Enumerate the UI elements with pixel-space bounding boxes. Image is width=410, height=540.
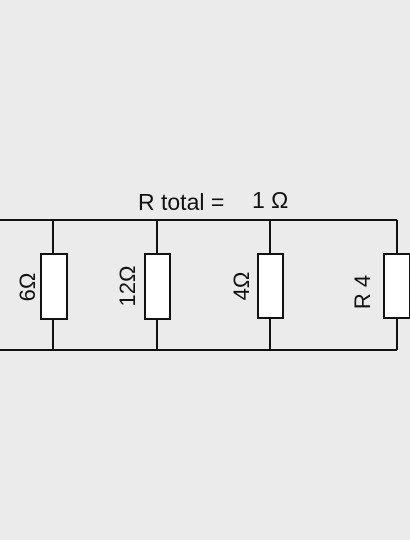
branch-resistor-3: 4Ω [229,220,284,350]
resistor-3-body [257,253,284,319]
branch-resistor-4: R 4 [350,220,410,350]
resistor-1-label: 6Ω [15,273,40,302]
resistor-3-label: 4Ω [229,272,254,301]
branch-resistor-1: 6Ω [15,220,68,350]
resistor-2-body [144,253,171,320]
resistor-1-body [40,253,68,320]
total-resistance-label: R total = [138,189,224,215]
resistor-4-body [383,253,410,319]
resistor-2-label: 12Ω [115,266,140,307]
branch-resistor-2: 12Ω [115,220,171,350]
resistor-4-label: R 4 [350,275,375,309]
total-resistance-value: 1 Ω [252,187,288,213]
